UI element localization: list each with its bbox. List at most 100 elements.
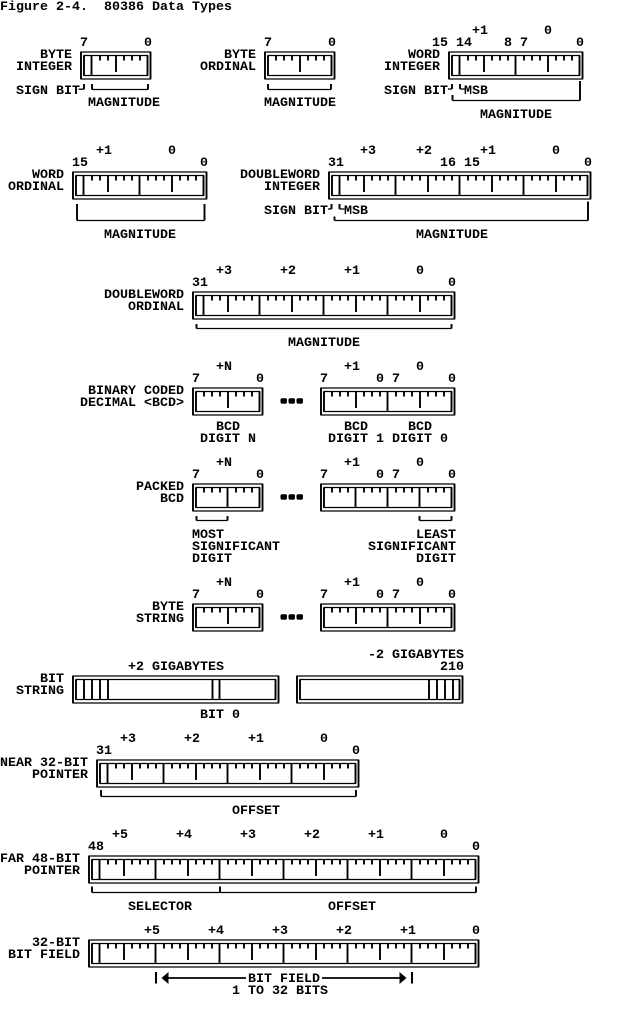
svg-text:0: 0 [448, 468, 456, 483]
svg-text:0: 0 [376, 588, 384, 603]
svg-text:31: 31 [96, 744, 112, 759]
svg-text:0: 0 [544, 24, 552, 39]
svg-text:BYTE: BYTE [224, 48, 256, 63]
svg-text:DOUBLEWORD: DOUBLEWORD [240, 168, 320, 183]
svg-text:ORDINAL: ORDINAL [200, 60, 256, 75]
svg-text:NEAR 32-BIT: NEAR 32-BIT [0, 756, 88, 771]
svg-text:+3: +3 [360, 144, 376, 159]
svg-text:+1: +1 [96, 144, 112, 159]
svg-text:+2: +2 [280, 264, 296, 279]
svg-text:FAR 48-BIT: FAR 48-BIT [0, 852, 80, 867]
svg-text:SIGNIFICANT: SIGNIFICANT [368, 540, 456, 555]
svg-text:BYTE: BYTE [40, 48, 72, 63]
svg-text:MAGNITUDE: MAGNITUDE [416, 228, 488, 243]
svg-text:Figure 2-4. 80386 Data Types: Figure 2-4. 80386 Data Types [0, 0, 232, 15]
svg-text:BIT 0: BIT 0 [200, 708, 240, 723]
svg-text:DOUBLEWORD: DOUBLEWORD [104, 288, 184, 303]
svg-text:0: 0 [320, 732, 328, 747]
svg-text:0: 0 [256, 372, 264, 387]
svg-text:+5: +5 [144, 924, 160, 939]
svg-text:0: 0 [584, 156, 592, 171]
svg-text:+3: +3 [240, 828, 256, 843]
svg-text:7: 7 [392, 588, 400, 603]
svg-text:DIGIT 1: DIGIT 1 [328, 432, 384, 447]
svg-text:0: 0 [256, 468, 264, 483]
svg-text:+2: +2 [336, 924, 352, 939]
svg-text:+3: +3 [272, 924, 288, 939]
svg-text:32-BIT: 32-BIT [32, 936, 80, 951]
svg-text:+1: +1 [368, 828, 384, 843]
svg-text:15: 15 [72, 156, 88, 171]
svg-text:MAGNITUDE: MAGNITUDE [88, 96, 160, 111]
svg-text:7: 7 [392, 372, 400, 387]
svg-text:+4: +4 [208, 924, 224, 939]
svg-text:LEAST: LEAST [416, 528, 456, 543]
svg-text:210: 210 [440, 660, 464, 675]
svg-text:MAGNITUDE: MAGNITUDE [480, 108, 552, 123]
svg-text:0: 0 [144, 36, 152, 51]
svg-text:STRING: STRING [136, 612, 184, 627]
svg-text:BINARY CODED: BINARY CODED [88, 384, 184, 399]
svg-text:SIGN BIT: SIGN BIT [384, 84, 448, 99]
svg-text:+3: +3 [120, 732, 136, 747]
svg-text:+N: +N [216, 360, 232, 375]
svg-text:0: 0 [168, 144, 176, 159]
svg-text:+1: +1 [480, 144, 496, 159]
svg-text:+1: +1 [344, 264, 360, 279]
svg-text:+1: +1 [472, 24, 488, 39]
svg-text:31: 31 [328, 156, 344, 171]
svg-text:7: 7 [264, 36, 272, 51]
svg-text:0: 0 [416, 456, 424, 471]
svg-text:31: 31 [192, 276, 208, 291]
svg-text:0: 0 [448, 588, 456, 603]
svg-text:0: 0 [576, 36, 584, 51]
svg-text:DIGIT N: DIGIT N [200, 432, 256, 447]
svg-text:MAGNITUDE: MAGNITUDE [288, 336, 360, 351]
svg-text:+4: +4 [176, 828, 192, 843]
svg-text:0: 0 [352, 744, 360, 759]
svg-text:0: 0 [472, 924, 480, 939]
svg-text:ORDINAL: ORDINAL [128, 300, 184, 315]
svg-text:0: 0 [448, 372, 456, 387]
svg-text:7: 7 [320, 372, 328, 387]
svg-text:SIGN BIT: SIGN BIT [264, 204, 328, 219]
svg-text:7: 7 [320, 468, 328, 483]
svg-text:+1: +1 [344, 360, 360, 375]
svg-text:OFFSET: OFFSET [232, 804, 280, 819]
svg-text:16 15: 16 15 [440, 156, 480, 171]
svg-text:BCD: BCD [216, 420, 240, 435]
svg-text:0: 0 [448, 276, 456, 291]
svg-text:DIGIT 0: DIGIT 0 [392, 432, 448, 447]
svg-text:7: 7 [192, 468, 200, 483]
svg-text:0: 0 [416, 264, 424, 279]
svg-text:POINTER: POINTER [24, 864, 80, 879]
svg-text:BCD: BCD [408, 420, 432, 435]
svg-text:SIGN BIT: SIGN BIT [16, 84, 80, 99]
svg-text:BCD: BCD [344, 420, 368, 435]
svg-text:DECIMAL <BCD>: DECIMAL <BCD> [80, 396, 184, 411]
svg-text:0: 0 [416, 360, 424, 375]
svg-text:MOST: MOST [192, 528, 224, 543]
svg-text:1 TO 32 BITS: 1 TO 32 BITS [232, 984, 328, 999]
svg-text:0: 0 [440, 828, 448, 843]
svg-text:POINTER: POINTER [32, 768, 88, 783]
svg-text:0: 0 [376, 468, 384, 483]
svg-text:0: 0 [552, 144, 560, 159]
svg-text:WORD: WORD [408, 48, 440, 63]
svg-text:BIT FIELD: BIT FIELD [8, 948, 80, 963]
svg-text:48: 48 [88, 840, 104, 855]
svg-text:7: 7 [192, 588, 200, 603]
svg-text:7: 7 [192, 372, 200, 387]
svg-text:BIT: BIT [40, 672, 64, 687]
svg-text:MAGNITUDE: MAGNITUDE [264, 96, 336, 111]
svg-text:+N: +N [216, 456, 232, 471]
svg-text:DIGIT: DIGIT [416, 552, 456, 567]
svg-text:0: 0 [256, 588, 264, 603]
svg-text:+1: +1 [400, 924, 416, 939]
svg-text:7: 7 [392, 468, 400, 483]
svg-text:0: 0 [416, 576, 424, 591]
svg-text:MSB: MSB [344, 204, 368, 219]
svg-text:+5: +5 [112, 828, 128, 843]
svg-text:DIGIT: DIGIT [192, 552, 232, 567]
svg-text:+1: +1 [344, 456, 360, 471]
